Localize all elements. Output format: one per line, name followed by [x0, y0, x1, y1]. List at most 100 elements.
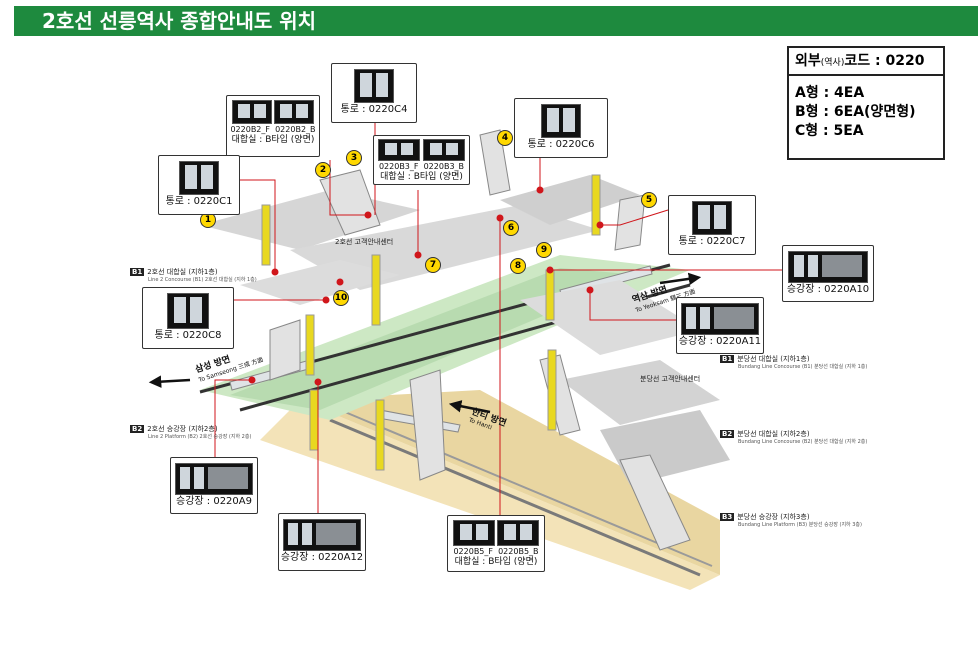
- bundang-track-2: [344, 411, 713, 567]
- callout-label-back: 0220B2_B: [275, 125, 316, 134]
- callout-label-type: 대합실 : B타입 (양면): [380, 172, 463, 182]
- kiosk-thumbnail-back: [497, 520, 540, 546]
- level-en: Bundang Line Concourse (B1) 분당선 대합실 (지하 …: [738, 364, 868, 370]
- kiosk-thumbnail: [541, 104, 581, 138]
- pillar-3: [305, 314, 315, 376]
- level-en: Bundang Line Concourse (B2) 분당선 대합실 (지하 …: [738, 439, 868, 445]
- level-en: Line 2 Platform (B2) 2호선 승강장 (지하 2층): [148, 434, 252, 440]
- level-tag: B2: [130, 425, 145, 433]
- level-tag: B1: [130, 268, 145, 276]
- callout-0220c8: 통로 : 0220C8: [142, 287, 234, 349]
- exit-9-badge: 9: [536, 242, 552, 258]
- stairs-bundang-b3: [619, 454, 691, 551]
- callout-label: 통로 : 0220C7: [678, 236, 746, 247]
- stairs-exit-5: [614, 194, 646, 251]
- arrow-yeoksam: [659, 272, 702, 286]
- escalator-bundang-1: [409, 369, 446, 481]
- platform-kiosk-thumbnail: [175, 463, 253, 495]
- callout-0220a11: 승강장 : 0220A11: [676, 297, 764, 354]
- legend-row-b: B형 : 6EA(양면형): [795, 104, 916, 120]
- kiosk-thumbnail-front: [452, 520, 495, 546]
- pillar-8: [547, 349, 557, 431]
- concourse-slab-north: [500, 175, 640, 225]
- callout-label: 승강장 : 0220A12: [280, 552, 364, 563]
- leader-dots: [248, 186, 604, 386]
- legend-row-c: C형 : 5EA: [795, 123, 864, 139]
- callout-label-type: 대합실 : B타입 (양면): [231, 135, 315, 145]
- info-center-bundang: 분당선 고객안내센터: [640, 375, 701, 383]
- callout-label-front: 0220B2_F: [230, 125, 270, 134]
- kiosk-thumbnail-back: [274, 100, 315, 124]
- bundang-concourse-b1-lower: [560, 360, 720, 425]
- level-en: Bundang Line Platform (B3) 분당선 승강장 (지하 3…: [738, 522, 862, 528]
- callout-label-type: 대합실 : B타입 (양면): [454, 557, 538, 567]
- level-tag: B3: [720, 513, 735, 521]
- exit-3-badge: 3: [346, 150, 362, 166]
- code-legend: 외부(역사)코드 : 0220 A형 : 4EA B형 : 6EA(양면형) C…: [787, 46, 945, 160]
- level-ko: 분당선 승강장 (지하3층): [737, 513, 810, 521]
- callout-label-back: 0220B3_B: [423, 162, 465, 171]
- level-tag: B1: [720, 355, 735, 363]
- callout-label-front: 0220B3_F: [378, 162, 419, 171]
- bundang-platform-floor: [260, 400, 720, 590]
- kiosk-thumbnail-front: [378, 139, 421, 161]
- platform-kiosk-thumbnail: [788, 251, 868, 283]
- kiosk-thumbnail: [167, 293, 209, 329]
- callout-0220a10: 승강장 : 0220A10: [782, 245, 874, 302]
- legend-head-small: (역사): [820, 58, 845, 68]
- stairs-platform-west: [269, 319, 301, 381]
- exit-5-badge: 5: [641, 192, 657, 208]
- pillar-4: [591, 174, 601, 236]
- exit-8-badge: 8: [510, 258, 526, 274]
- level-ko: 2호선 대합실 (지하1층): [147, 268, 218, 276]
- kiosk-thumbnail: [354, 69, 394, 103]
- kiosk-thumbnail-back: [422, 139, 465, 161]
- arrow-hanti: [448, 400, 491, 414]
- stairs-exit-2: [319, 169, 381, 236]
- pillar-6: [375, 399, 385, 471]
- callout-0220c1: 통로 : 0220C1: [158, 155, 240, 215]
- callout-0220b3: 0220B3_F 0220B3_B 대합실 : B타입 (양면): [373, 135, 470, 185]
- kiosk-thumbnail: [179, 161, 219, 195]
- legend-head-main: 외부: [795, 53, 821, 69]
- kiosk-thumbnail: [692, 201, 732, 235]
- pillar-7: [309, 389, 319, 451]
- level-ko: 2호선 승강장 (지하2층): [147, 425, 218, 433]
- info-center-line2: 2호선 고객안내센터: [335, 238, 394, 246]
- pillar-1: [261, 204, 271, 266]
- title-bar: 2호선 선릉역사 종합안내도 위치: [14, 6, 978, 36]
- bundang-concourse-b1: [520, 280, 700, 355]
- exit-6-badge: 6: [503, 220, 519, 236]
- callout-label: 승강장 : 0220A11: [678, 336, 762, 347]
- pillar-2: [371, 254, 381, 326]
- callout-label-front: 0220B5_F: [453, 547, 493, 556]
- arrow-samseong: [148, 375, 191, 388]
- callout-label: 승강장 : 0220A9: [176, 496, 252, 507]
- kiosk-thumbnail-front: [231, 100, 272, 124]
- level-ko: 분당선 대합실 (지하2층): [737, 430, 810, 438]
- exit-2-badge: 2: [315, 162, 331, 178]
- callout-0220b2: 0220B2_F 0220B2_B 대합실 : B타입 (양면): [226, 95, 320, 157]
- page-title: 2호선 선릉역사 종합안내도 위치: [42, 9, 317, 33]
- callout-label: 통로 : 0220C8: [154, 330, 222, 341]
- level-tag: B2: [720, 430, 735, 438]
- level-ko: 분당선 대합실 (지하1층): [737, 355, 810, 363]
- platform-kiosk-thumbnail: [283, 519, 361, 551]
- callout-0220a12: 승강장 : 0220A12: [278, 513, 366, 571]
- exit-4-badge: 4: [497, 130, 513, 146]
- concourse-slab-left: [240, 260, 400, 305]
- exit-10-badge: 10: [333, 290, 349, 306]
- callout-0220c4: 통로 : 0220C4: [331, 63, 417, 123]
- legend-header: 외부(역사)코드 : 0220: [789, 48, 943, 76]
- level-en: Line 2 Concourse (B1) 2호선 대합실 (지하 1층): [148, 277, 257, 283]
- callout-label: 통로 : 0220C4: [340, 104, 408, 115]
- callout-label: 통로 : 0220C1: [165, 196, 233, 207]
- callout-label-back: 0220B5_B: [498, 547, 539, 556]
- bundang-track: [329, 418, 701, 577]
